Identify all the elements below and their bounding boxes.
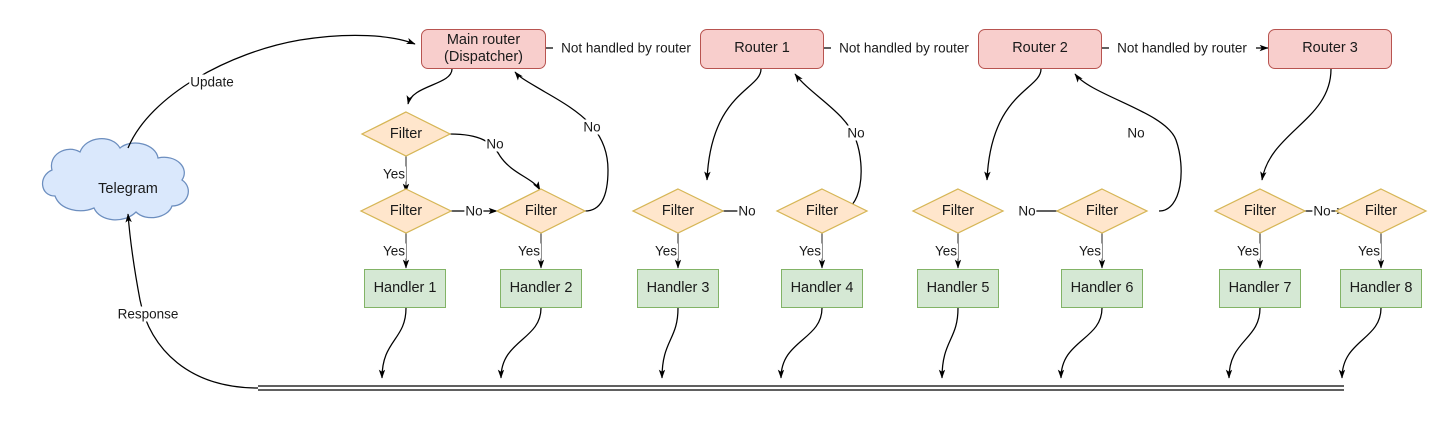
edge-label-yes-3: Yes: [653, 243, 679, 259]
filter-4-shape[interactable]: [775, 188, 869, 234]
edge-label-update: Update: [189, 74, 235, 90]
edge-label-yes-7: Yes: [1235, 243, 1261, 259]
edge-handler7-to-bus: [1225, 307, 1261, 379]
router-1[interactable]: Router 1: [700, 29, 824, 69]
filter-5-shape[interactable]: [911, 188, 1005, 234]
edge-label-not-handled-3: Not handled by router: [1116, 40, 1248, 56]
edge-update: [127, 34, 416, 149]
edge-filtertop-no: [449, 133, 541, 191]
handler-6[interactable]: Handler 6: [1061, 269, 1143, 308]
edge-label-no-main-top: No: [485, 136, 505, 152]
filter-6-shape[interactable]: [1055, 188, 1149, 234]
handler-5[interactable]: Handler 5: [917, 269, 999, 308]
edge-filter6-no-back-router2: [1074, 73, 1182, 212]
edge-label-no-r3-mid: No: [1312, 203, 1332, 219]
edge-handler2-to-bus: [497, 307, 542, 379]
edge-filter2-no-back: [514, 71, 609, 212]
handler-7[interactable]: Handler 7: [1219, 269, 1301, 308]
edge-label-no-main-mid: No: [464, 203, 484, 219]
edge-handler8-to-bus: [1338, 307, 1382, 379]
edge-label-yes-2: Yes: [516, 243, 542, 259]
edge-label-not-handled-1: Not handled by router: [560, 40, 692, 56]
edge-router1-to-filter3: [704, 68, 762, 181]
edge-mainrouter-to-filter-top: [406, 68, 453, 105]
edge-label-no-r1-back: No: [846, 125, 866, 141]
edge-label-no-r1-mid: No: [737, 203, 757, 219]
edge-filter4-no-back-router1: [794, 73, 862, 212]
router-2[interactable]: Router 2: [978, 29, 1102, 69]
handler-3[interactable]: Handler 3: [637, 269, 719, 308]
edge-handler4-to-bus: [777, 307, 823, 379]
router-main-line2: (Dispatcher): [444, 49, 523, 65]
filter-8-shape[interactable]: [1334, 188, 1428, 234]
edge-handler5-to-bus: [938, 307, 959, 379]
edge-response: [125, 213, 259, 389]
filter-7-shape[interactable]: [1213, 188, 1307, 234]
edge-label-no-r2-back: No: [1126, 125, 1146, 141]
edge-label-no-main-back: No: [582, 119, 602, 135]
edge-label-response: Response: [116, 306, 180, 322]
handler-4[interactable]: Handler 4: [781, 269, 863, 308]
edge-router2-to-filter5: [984, 68, 1042, 181]
edge-label-yes-1: Yes: [381, 243, 407, 259]
filter-1-shape[interactable]: [359, 188, 453, 234]
edge-label-yes-8: Yes: [1356, 243, 1382, 259]
filter-2-shape[interactable]: [495, 188, 587, 234]
edge-handler1-to-bus: [378, 307, 407, 379]
edge-label-yes-top: Yes: [381, 166, 407, 182]
router-main-dispatcher[interactable]: Main router (Dispatcher): [421, 29, 546, 69]
filter-top-main-shape[interactable]: [360, 111, 452, 157]
telegram-label: Telegram: [98, 181, 158, 198]
edge-label-no-r2-mid: No: [1017, 203, 1037, 219]
edge-label-yes-5: Yes: [933, 243, 959, 259]
edge-handler6-to-bus: [1057, 307, 1103, 379]
router-main-line1: Main router: [446, 31, 521, 48]
router-3[interactable]: Router 3: [1268, 29, 1392, 69]
telegram-cloud-shape: [42, 138, 189, 221]
edge-router3-to-filter7: [1260, 68, 1332, 181]
edge-label-not-handled-2: Not handled by router: [838, 40, 970, 56]
handler-8[interactable]: Handler 8: [1340, 269, 1422, 308]
edge-handler3-to-bus: [658, 307, 679, 379]
edge-label-yes-4: Yes: [797, 243, 823, 259]
handler-1[interactable]: Handler 1: [364, 269, 446, 308]
filter-3-shape[interactable]: [631, 188, 725, 234]
handler-2[interactable]: Handler 2: [500, 269, 582, 308]
edge-label-yes-6: Yes: [1077, 243, 1103, 259]
